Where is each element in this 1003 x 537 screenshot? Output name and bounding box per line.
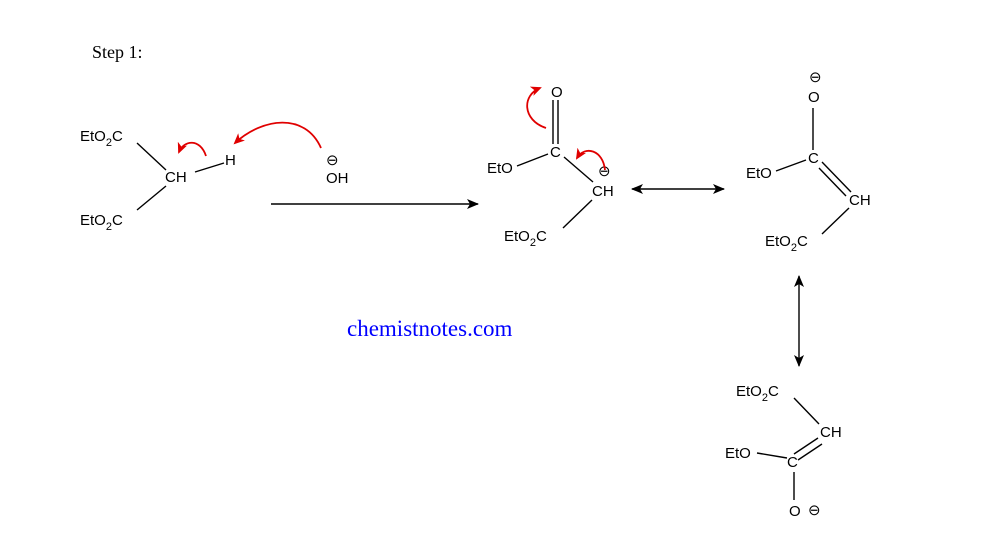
curved-arrow-icon — [177, 141, 207, 157]
ch-label: CH — [165, 169, 187, 186]
eto-label: EtO — [725, 445, 751, 462]
bond — [793, 397, 820, 425]
ester-label: EtO2C — [504, 228, 547, 249]
bond — [136, 142, 167, 171]
bond — [194, 162, 225, 173]
ester-bottom-label: EtO2C — [80, 212, 123, 233]
bond — [821, 161, 852, 193]
bond — [775, 159, 807, 172]
carbon-label: C — [787, 454, 798, 471]
ester-label: EtO2C — [736, 383, 779, 404]
eto-label: EtO — [487, 160, 513, 177]
hydroxide: ⊖ OH — [233, 121, 349, 187]
oxygen-label: O — [789, 503, 801, 520]
bond — [821, 207, 850, 235]
ester-label: EtO2C — [765, 233, 808, 254]
curved-arrow-icon — [526, 86, 547, 129]
watermark: chemistnotes.com — [347, 316, 513, 341]
negative-charge-icon: ⊖ — [598, 163, 611, 180]
bond — [516, 153, 549, 167]
bond — [562, 199, 593, 229]
diethyl-malonate: EtO2C EtO2C CH H — [80, 128, 236, 233]
bond — [136, 185, 167, 211]
bond — [756, 452, 788, 459]
carbon-label: C — [808, 150, 819, 167]
negative-charge-icon: ⊖ — [808, 502, 821, 519]
bond — [818, 167, 847, 197]
h-label: H — [225, 152, 236, 169]
ch-label: CH — [820, 424, 842, 441]
negative-charge-icon: ⊖ — [809, 69, 822, 86]
bond — [793, 437, 819, 455]
carbonyl-o-label: O — [551, 84, 563, 101]
eto-label: EtO — [746, 165, 772, 182]
step-label: Step 1: — [92, 42, 143, 62]
curved-arrow-icon — [575, 147, 606, 171]
carbonyl-c-label: C — [550, 144, 561, 161]
ester-top-label: EtO2C — [80, 128, 123, 149]
ch-label: CH — [592, 183, 614, 200]
ch-label: CH — [849, 192, 871, 209]
negative-charge-icon: ⊖ — [326, 152, 339, 169]
enolate-oxyanion-bottom: EtO2C CH EtO C O ⊖ — [725, 383, 842, 520]
bond — [797, 443, 823, 461]
bond — [563, 156, 594, 183]
hydroxide-label: OH — [326, 170, 349, 187]
enolate-carbanion: O C EtO ⊖ CH EtO2C — [487, 84, 614, 249]
oxygen-label: O — [808, 89, 820, 106]
curved-arrow-icon — [233, 121, 322, 149]
enolate-oxyanion-top: ⊖ O C EtO CH EtO2C — [746, 69, 871, 254]
